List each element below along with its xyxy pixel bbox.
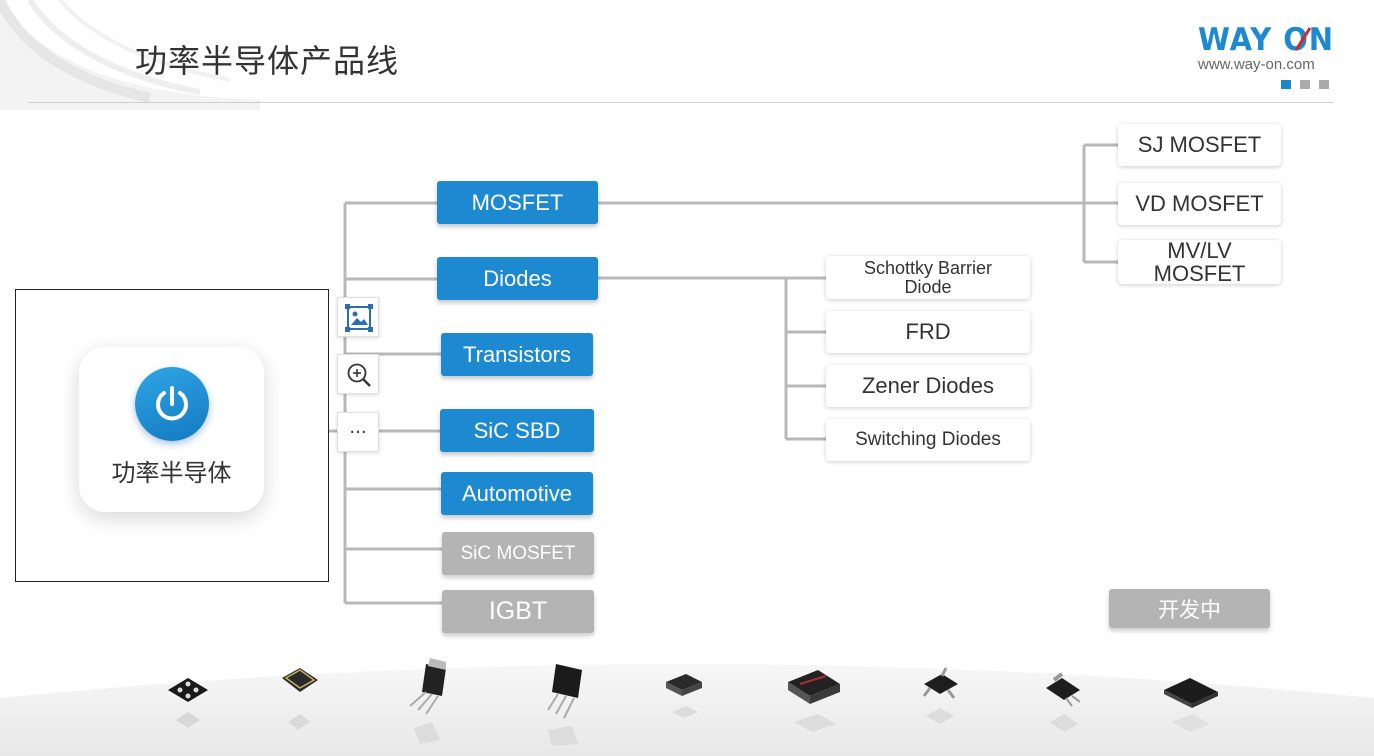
root-node[interactable]: 功率半导体	[79, 347, 264, 512]
mosfet-type-mvlv[interactable]: MV/LV MOSFET	[1118, 239, 1281, 285]
title-divider	[28, 102, 1334, 103]
more-icon: ···	[349, 421, 367, 443]
mosfet-type-vd[interactable]: VD MOSFET	[1118, 183, 1281, 225]
zoom-in-icon	[347, 363, 371, 387]
smd-package-icon	[788, 670, 840, 732]
sod-package-icon	[666, 674, 702, 718]
svg-text:WAY ON: WAY ON	[1198, 22, 1334, 54]
diode-type-frd[interactable]: FRD	[826, 311, 1030, 353]
package-strip	[0, 658, 1374, 756]
diode-type-switching[interactable]: Switching Diodes	[826, 419, 1030, 461]
diode-type-zener[interactable]: Zener Diodes	[826, 365, 1030, 407]
category-automotive[interactable]: Automotive	[441, 472, 593, 515]
more-tool-button[interactable]: ···	[337, 412, 379, 452]
sot23-package-icon	[922, 667, 958, 724]
company-logo: WAY ON	[1198, 22, 1334, 54]
diode-type-schottky[interactable]: Schottky Barrier Diode	[826, 256, 1030, 299]
legend-developing: 开发中	[1109, 589, 1270, 628]
dfn-package-icon	[168, 678, 208, 728]
sot223-package-icon	[1046, 672, 1081, 732]
zoom-tool-button[interactable]	[337, 354, 379, 394]
to220-package-icon	[409, 658, 446, 744]
corner-decoration	[0, 0, 260, 110]
to263-package-icon	[1164, 678, 1218, 732]
page-title: 功率半导体产品线	[135, 42, 400, 80]
category-transistors[interactable]: Transistors	[441, 333, 593, 376]
category-sic-mosfet[interactable]: SiC MOSFET	[442, 532, 594, 575]
category-diodes[interactable]: Diodes	[437, 257, 598, 300]
category-igbt[interactable]: IGBT	[442, 590, 594, 633]
category-mosfet[interactable]: MOSFET	[437, 181, 598, 224]
image-icon	[345, 304, 373, 332]
category-sic-sbd[interactable]: SiC SBD	[440, 409, 594, 452]
root-label: 功率半导体	[111, 459, 232, 487]
image-tool-button[interactable]	[337, 297, 379, 337]
mosfet-type-sj[interactable]: SJ MOSFET	[1118, 124, 1281, 166]
website-url: www.way-on.com	[1198, 56, 1315, 73]
qfn-package-icon	[282, 668, 318, 730]
page-indicator	[1281, 80, 1329, 89]
power-icon	[135, 367, 209, 441]
to247-package-icon	[547, 664, 582, 746]
